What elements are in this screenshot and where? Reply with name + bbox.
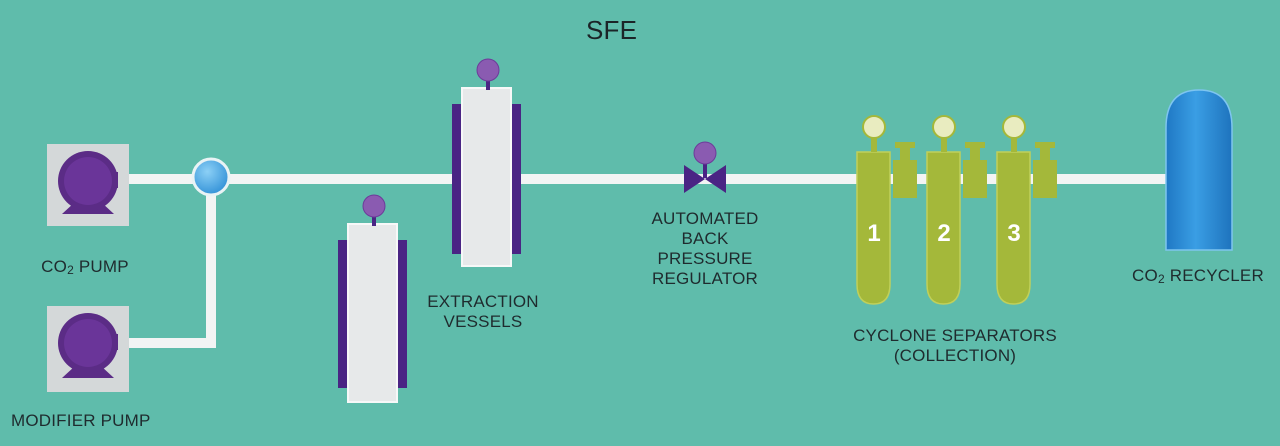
extraction-vessels-label: EXTRACTION VESSELS: [412, 292, 554, 332]
co2-recycler-label: CO2 RECYCLER: [1120, 266, 1276, 287]
extraction-vessel-lower: [338, 194, 407, 403]
cyclone-separator-1: [856, 115, 917, 305]
modifier-pump-icon: [47, 306, 129, 392]
co2-prefix: CO: [1132, 266, 1158, 285]
bpr-label-line1: AUTOMATED: [651, 209, 759, 228]
back-pressure-regulator-icon: [684, 141, 726, 193]
co2-prefix: CO: [41, 257, 68, 276]
modifier-pump-label: MODIFIER PUMP: [11, 411, 151, 430]
co2-recycler-text: RECYCLER: [1169, 266, 1264, 285]
cyclone-separator-3: [996, 115, 1057, 305]
cyclone-label-line2: (COLLECTION): [893, 346, 1017, 365]
modifier-pipe-horizontal: [120, 338, 216, 348]
separator-number-2: 2: [937, 220, 951, 247]
back-pressure-regulator-label: AUTOMATED BACK PRESSURE REGULATOR: [630, 209, 780, 289]
co2-recycler-icon: [1165, 89, 1233, 251]
co2-subscript: 2: [67, 263, 74, 277]
bpr-label-line3: PRESSURE: [657, 249, 753, 268]
co2-pump-text: PUMP: [78, 257, 129, 276]
diagram-title: SFE: [586, 15, 638, 45]
gauge-icon: [476, 58, 500, 82]
separator-number-3: 3: [1007, 220, 1021, 247]
mixing-junction-icon: [191, 157, 231, 197]
main-pipe: [120, 174, 1170, 184]
gauge-icon: [362, 194, 386, 218]
cyclone-label-line1: CYCLONE SEPARATORS: [853, 326, 1057, 345]
bpr-label-line4: REGULATOR: [651, 269, 759, 288]
separator-number-1: 1: [867, 220, 881, 247]
co2-pump-label: CO2 PUMP: [10, 257, 160, 278]
extraction-label-line1: EXTRACTION: [427, 292, 539, 311]
extraction-label-line2: VESSELS: [443, 312, 523, 331]
pipe-network: [120, 174, 1170, 348]
modifier-pipe-vertical: [206, 180, 216, 346]
bpr-label-line2: BACK: [681, 229, 729, 248]
co2-pump-icon: [47, 144, 129, 226]
cyclone-separator-2: [926, 115, 987, 305]
co2-subscript: 2: [1157, 272, 1165, 286]
cyclone-separators-label: CYCLONE SEPARATORS (COLLECTION): [832, 326, 1078, 366]
extraction-vessel-upper: [452, 58, 521, 267]
